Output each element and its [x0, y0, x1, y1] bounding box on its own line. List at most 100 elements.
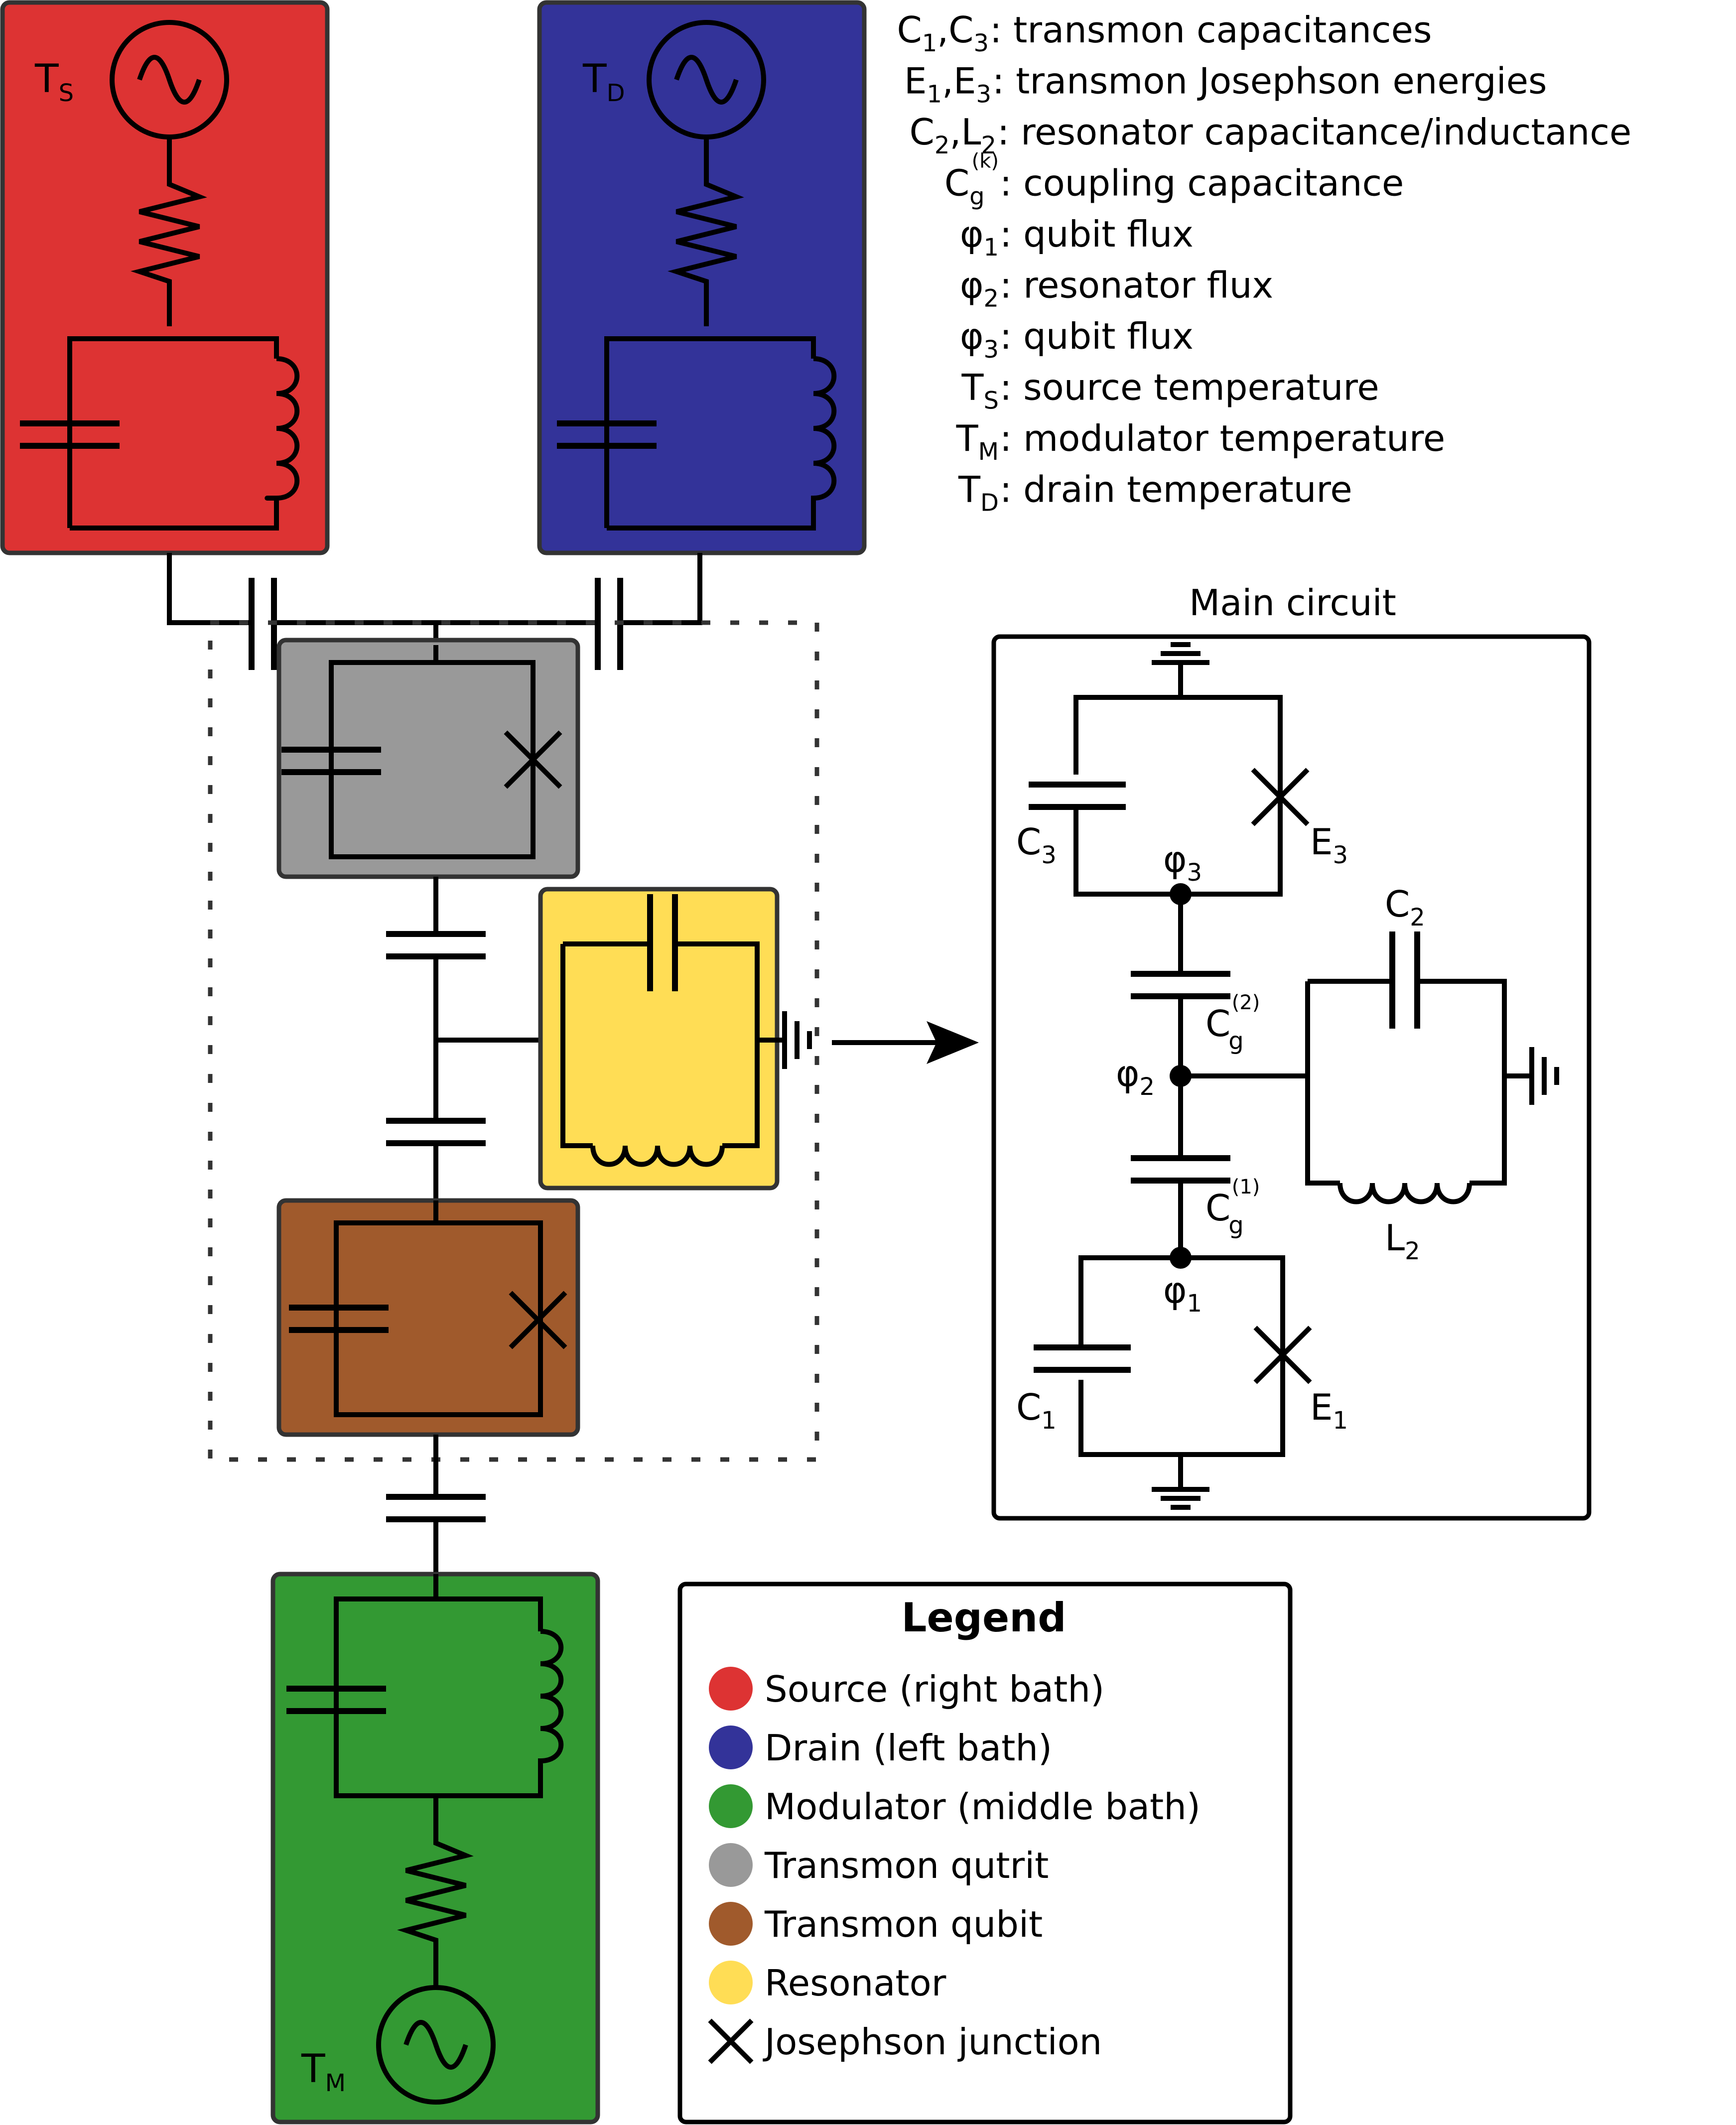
- source-temp-label: TS: [34, 57, 74, 107]
- legend-label: Transmon qubit: [764, 1903, 1043, 1945]
- definition-text: : qubit flux: [1000, 213, 1194, 255]
- legend-label: Modulator (middle bath): [765, 1786, 1201, 1828]
- qutrit-box: [276, 638, 580, 879]
- definition-text: : source temperature: [1000, 367, 1379, 408]
- resistor-icon: [668, 137, 744, 326]
- legend-item: Josephson junction: [708, 2018, 1102, 2064]
- sine-icon: [403, 2020, 468, 2070]
- inductor-icon: [70, 356, 300, 531]
- definition-symbol: TM: [956, 417, 999, 466]
- label-C2: C2: [1385, 883, 1425, 931]
- definition-symbol: φ3: [960, 315, 999, 364]
- inductor-icon: [538, 1629, 564, 1766]
- zoom-arrow-icon: [832, 1021, 979, 1064]
- label-L2: L2: [1385, 1217, 1420, 1265]
- definition-symbol: C2,L2: [910, 111, 996, 159]
- transmon-qutrit: [276, 638, 580, 879]
- josephson-junction-icon: [504, 730, 562, 789]
- sine-icon: [137, 55, 202, 105]
- ac-source-icon: [376, 1985, 496, 2105]
- legend-item: Drain (left bath): [709, 1726, 1052, 1769]
- legend-item: Transmon qutrit: [709, 1843, 1049, 1887]
- resistor-icon: [397, 1796, 474, 1988]
- definition-text: : transmon Josephson energies: [992, 60, 1547, 102]
- legend-item: Modulator (middle bath): [709, 1784, 1201, 1828]
- definition-text: : qubit flux: [1000, 315, 1194, 357]
- definition-text: : drain temperature: [1000, 469, 1352, 511]
- qutrit-wire: [329, 645, 535, 859]
- drain-bath: TD: [537, 0, 867, 555]
- definition-text: : modulator temperature: [1000, 417, 1445, 459]
- transmon-qubit: [276, 1198, 580, 1437]
- qubit-box: [276, 1198, 580, 1437]
- definition-text: : resonator flux: [1000, 265, 1273, 306]
- legend-item: Resonator: [709, 1961, 946, 2004]
- ground-icon: [757, 1011, 812, 1069]
- label-C3: C3: [1016, 821, 1057, 869]
- legend-swatch: [709, 1961, 753, 2004]
- resonator-wire: [560, 944, 593, 1148]
- legend-swatch: [709, 1784, 753, 1828]
- label-Cg2: Cg(2): [1205, 991, 1260, 1055]
- drain-tank-wire: [604, 336, 816, 528]
- legend-swatch: [709, 1902, 753, 1946]
- josephson-junction-icon: [509, 1291, 567, 1349]
- inductor-icon: [607, 356, 837, 531]
- main-circuit-panel: Main circuit C3 E3 φ3 Cg(2) φ2 Cg(1) C2: [991, 582, 1592, 1521]
- source-tank-wire: [67, 336, 279, 528]
- modulator-tank-wire: [436, 1596, 543, 1631]
- modulator-bath: TM: [270, 1572, 600, 2125]
- label-phi3: φ3: [1163, 838, 1202, 887]
- legend-label: Josephson junction: [763, 2021, 1102, 2063]
- inductor-icon: [1337, 1183, 1472, 1204]
- definition-symbol: φ2: [960, 265, 999, 313]
- legend-title: Legend: [902, 1594, 1067, 1641]
- system-boundary: [208, 620, 819, 1462]
- resistor-icon: [131, 137, 207, 326]
- legend-label: Source (right bath): [765, 1668, 1104, 1710]
- sine-icon: [674, 55, 739, 105]
- resonator-wire: [563, 941, 760, 1148]
- modulator-temp-label: TM: [301, 2047, 346, 2097]
- legend-item: Source (right bath): [709, 1667, 1104, 1711]
- top-transmon-wire: [1073, 695, 1283, 897]
- definition-symbol: C1,C3: [897, 9, 989, 57]
- source-coupling-wire: [167, 553, 252, 625]
- josephson-junction-icon: [708, 2018, 754, 2064]
- josephson-junction-icon: [1251, 768, 1310, 826]
- label-E3: E3: [1310, 821, 1348, 869]
- definition-symbol: TS: [961, 367, 999, 415]
- legend-label: Resonator: [765, 1962, 946, 2004]
- definition-text: : resonator capacitance/inductance: [997, 111, 1631, 153]
- label-E1: E1: [1310, 1386, 1348, 1435]
- legend-items: Source (right bath) Drain (left bath) Modu…: [708, 1667, 1201, 2064]
- ground-icon: [1504, 1047, 1559, 1105]
- drain-coupling-wire: [620, 553, 702, 625]
- legend-label: Transmon qutrit: [764, 1845, 1049, 1886]
- definition-symbol: φ1: [960, 213, 999, 262]
- label-phi2: φ2: [1116, 1053, 1155, 1101]
- legend-swatch: [709, 1843, 753, 1887]
- legend: Legend Source (right bath) Drain (left ba…: [677, 1582, 1293, 2125]
- ground-icon: [1152, 1455, 1209, 1510]
- legend-item: Transmon qubit: [709, 1902, 1043, 1946]
- modulator-tank-wire: [334, 1574, 543, 1798]
- ground-icon: [1152, 642, 1209, 697]
- definition-symbol: TD: [958, 469, 999, 517]
- resonator: [538, 887, 812, 1191]
- label-Cg1: Cg(1): [1205, 1176, 1260, 1239]
- label-phi1: φ1: [1163, 1269, 1202, 1318]
- source-bath: TS: [0, 0, 330, 555]
- definition-symbol: Cg(k): [944, 150, 999, 211]
- definition-text: : transmon capacitances: [990, 9, 1432, 51]
- definition-symbol: E1,E3: [904, 60, 991, 109]
- legend-label: Drain (left bath): [765, 1727, 1052, 1769]
- label-C1: C1: [1016, 1386, 1057, 1435]
- legend-swatch: [709, 1667, 753, 1711]
- inductor-icon: [590, 1145, 725, 1167]
- main-circuit-title: Main circuit: [1189, 582, 1396, 624]
- resonator-wire: [1305, 979, 1507, 1186]
